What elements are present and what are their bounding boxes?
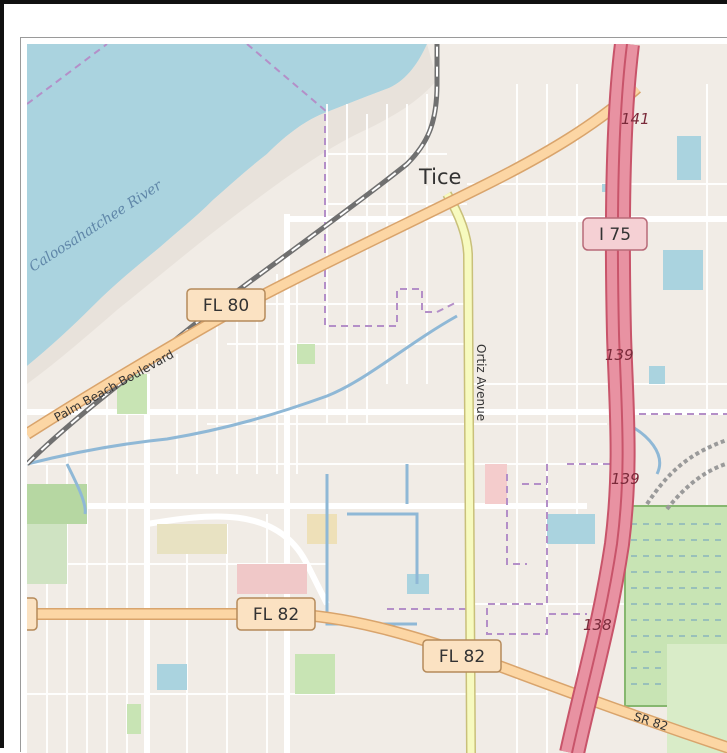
fl80-shield: FL 80 xyxy=(186,288,266,322)
svg-text:FL 82: FL 82 xyxy=(439,647,485,667)
fl82-shield-right: FL 82 xyxy=(422,639,502,673)
svg-text:FL 80: FL 80 xyxy=(203,296,249,316)
i75-shield: I 75 xyxy=(582,217,648,251)
river-water xyxy=(27,44,427,366)
map-container: Caloosahatchee River Tice Palm Beach Bou… xyxy=(20,37,727,753)
map-view[interactable]: Caloosahatchee River Tice Palm Beach Bou… xyxy=(27,44,727,753)
exit-139-upper-label: 139 xyxy=(605,346,634,364)
interchange-ramps xyxy=(645,438,727,511)
map-canvas[interactable]: Caloosahatchee River Tice Palm Beach Bou… xyxy=(27,44,727,753)
fl82-shield-left: FL 82 xyxy=(236,597,316,631)
svg-text:FL 82: FL 82 xyxy=(253,605,299,625)
place-label-tice: Tice xyxy=(418,165,461,189)
ortiz-avenue-label: Ortiz Avenue xyxy=(474,344,488,421)
svg-text:I 75: I 75 xyxy=(599,225,631,245)
exit-139-lower-label: 139 xyxy=(611,470,640,488)
exit-138-label: 138 xyxy=(583,616,612,634)
railroad xyxy=(27,44,440,466)
exit-141-label: 141 xyxy=(621,110,650,128)
